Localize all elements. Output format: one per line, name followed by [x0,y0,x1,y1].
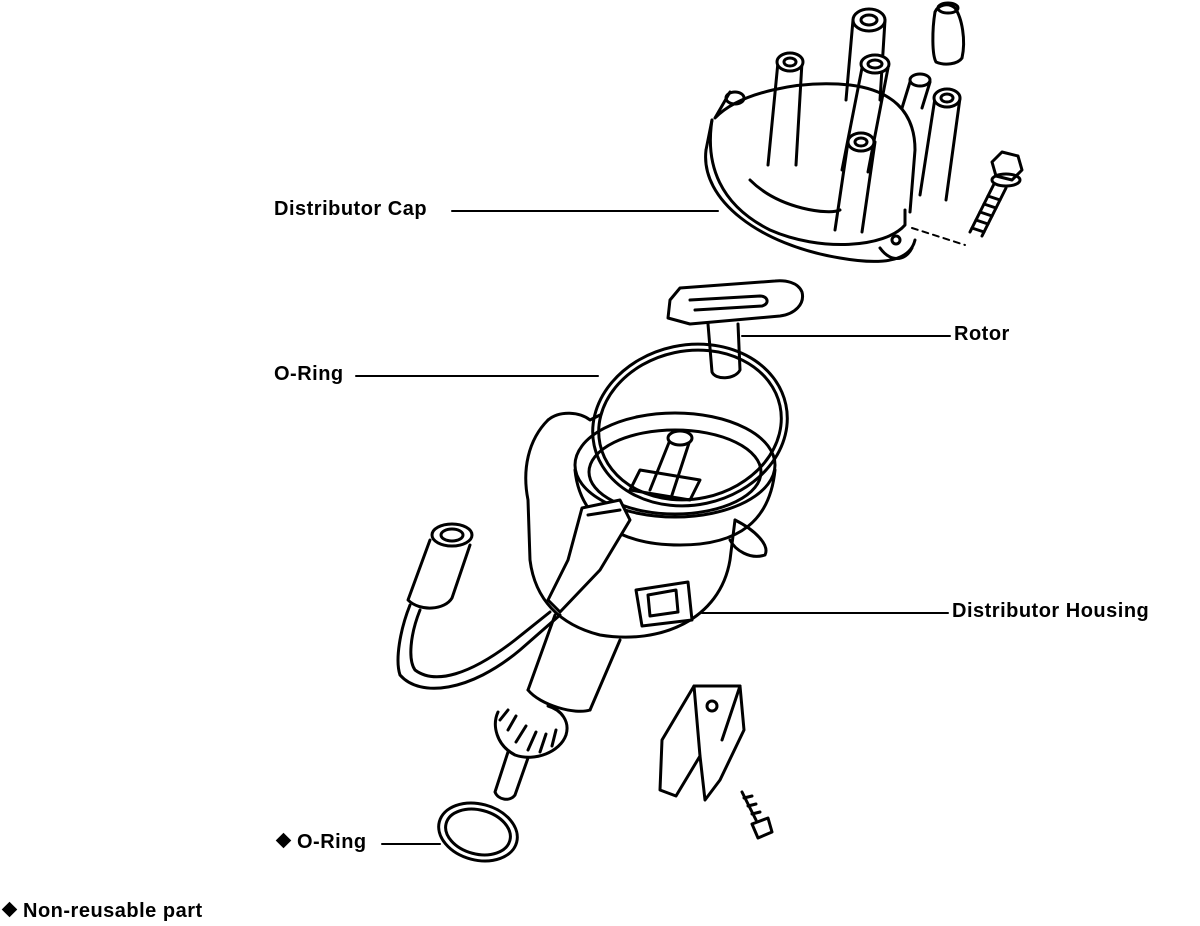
o-ring-lower-label: O-Ring [275,831,367,854]
non-reusable-diamond-icon [275,832,292,849]
legend: Non-reusable part [1,900,203,923]
o-ring-upper-label: O-Ring [274,363,344,385]
o-ring-upper-drawing [591,342,789,508]
legend-text: Non-reusable part [23,900,203,922]
distributor-cap-label: Distributor Cap [274,198,428,220]
wire-harness-drawing [396,522,562,690]
clamp-screw-drawing [740,790,774,840]
legend-diamond-icon [1,901,18,918]
o-ring-lower-text: O-Ring [297,831,367,853]
o-ring-lower-drawing [437,801,519,863]
rotor-label: Rotor [954,323,1010,345]
distributor-cap-drawing [704,7,962,263]
clamp-drawing [658,684,746,802]
cap-bolt-drawing [911,150,1024,246]
distributor-housing-label: Distributor Housing [952,600,1150,622]
rotor-drawing [666,279,805,380]
